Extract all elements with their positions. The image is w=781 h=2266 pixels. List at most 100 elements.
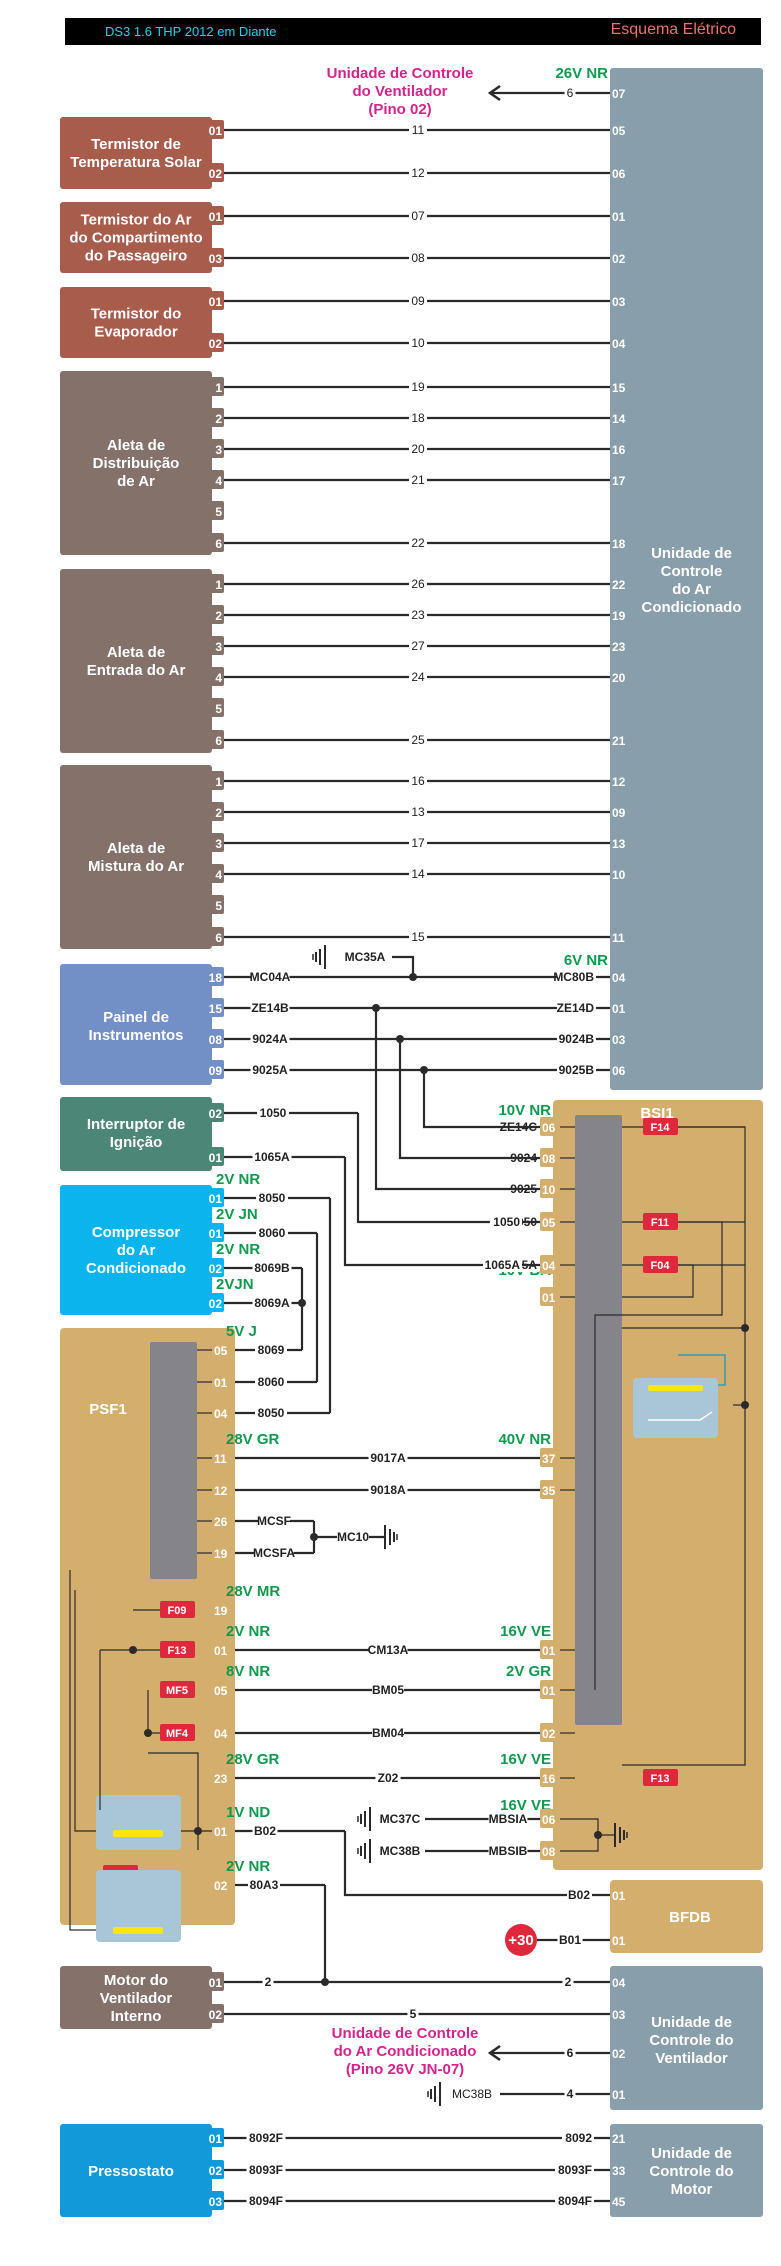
fan-control-unit-label: Ventilador	[655, 2050, 728, 2067]
pin-number: 01	[209, 295, 223, 309]
component-label: Termistor do Ar	[81, 212, 192, 229]
pin-number: 14	[612, 412, 626, 426]
fuse	[160, 1601, 195, 1618]
pin-tab	[209, 2160, 224, 2179]
wire	[392, 955, 415, 977]
fan-unit-note: (Pino 02)	[368, 101, 431, 118]
pin-tab	[212, 1403, 227, 1422]
pin-tab	[212, 1600, 227, 1619]
wire-label: 8093F	[249, 2163, 283, 2177]
pin-tab	[209, 439, 224, 458]
wire-label: 8050	[259, 1191, 286, 1205]
pin-number: 03	[612, 2008, 626, 2022]
wire-label: MBSIB	[489, 1844, 528, 1858]
component-label: Painel de	[103, 1009, 169, 1026]
pin-number: 08	[542, 1845, 556, 1859]
pin-number: 04	[612, 971, 626, 985]
pin-tab	[209, 501, 224, 520]
arrow-left-icon	[487, 2044, 501, 2062]
pin-number: 03	[209, 252, 223, 266]
wire-number: 10	[411, 336, 425, 350]
internal-wire	[69, 1570, 96, 1931]
pin-number: 21	[612, 734, 626, 748]
wire-number: 07	[411, 209, 425, 223]
pin-number: 02	[214, 1879, 228, 1893]
pin-tab	[212, 1511, 227, 1530]
pin-number: 15	[612, 381, 626, 395]
battery-label: +30	[508, 1932, 533, 1949]
engine-control-unit-label: Motor	[671, 2181, 713, 2198]
pin-number: 01	[214, 1644, 228, 1658]
wire-label-bg	[248, 1878, 280, 1892]
internal-wire	[74, 1590, 96, 1832]
voltage-label: 2V NR	[216, 1171, 260, 1188]
psf-relay	[96, 1870, 181, 1942]
pin-tab	[540, 1255, 555, 1274]
pin-number: 2	[215, 609, 222, 623]
internal-wire	[148, 1752, 199, 1850]
wire-label-bg	[250, 1001, 290, 1015]
wire-label-bg	[557, 1933, 583, 1947]
relay-coil	[113, 1830, 163, 1837]
wire-number: 19	[411, 380, 425, 394]
component-blower-motor	[60, 1966, 212, 2029]
component-instrument-panel	[60, 964, 212, 1085]
pin-tab	[610, 83, 625, 102]
pin-tab	[209, 1029, 224, 1048]
pin-tab	[209, 927, 224, 946]
pin-number: 06	[542, 1121, 556, 1135]
wire-number: 12	[411, 166, 425, 180]
pin-tab	[610, 1972, 625, 1991]
wire-number: 20	[411, 442, 425, 456]
pin-tab	[209, 1223, 224, 1242]
pin-number: 19	[214, 1547, 228, 1561]
component-aleta-mistura	[60, 765, 212, 949]
component-label: Aleta de	[107, 644, 165, 661]
wire-label-bg	[250, 1063, 290, 1077]
component-termistor-solar	[60, 117, 212, 189]
wire-label-bg	[409, 670, 427, 684]
component-pressure-switch	[60, 2124, 212, 2217]
pin-tab	[610, 2128, 625, 2147]
wire-label-bg	[372, 1683, 404, 1697]
wire	[356, 1113, 540, 1224]
wire-number: 26	[411, 577, 425, 591]
pin-number: 37	[542, 1452, 556, 1466]
ac-control-unit-label: do Ar	[672, 581, 711, 598]
pin-number: 6	[215, 734, 222, 748]
wire-number: 15	[411, 930, 425, 944]
pin-tab	[540, 1680, 555, 1699]
wire-label-bg	[258, 1514, 290, 1528]
component-label: Termistor de	[91, 136, 181, 153]
wire-label-bg	[488, 1812, 528, 1826]
pin-number: 16	[542, 1772, 556, 1786]
component-label: Interno	[111, 2008, 162, 2025]
wire-label-bg	[557, 1032, 596, 1046]
voltage-label: 2V GR	[506, 1663, 551, 1680]
header-diagram-title: Esquema Elétrico	[610, 21, 736, 38]
wire-number: 16	[411, 774, 425, 788]
component-label: Motor do	[104, 1972, 168, 1989]
pin-tab	[212, 1372, 227, 1391]
pin-tab	[610, 1029, 625, 1048]
psf-relay	[96, 1795, 181, 1850]
pin-tab	[610, 1885, 625, 1904]
pin-number: 02	[612, 252, 626, 266]
wire-label-bg	[254, 1546, 294, 1560]
pin-number: 45	[612, 2195, 626, 2209]
pin-number: 10	[542, 1183, 556, 1197]
junction-dot	[144, 1729, 152, 1737]
relay-switch	[648, 1411, 713, 1421]
wire-label-bg	[250, 970, 290, 984]
wire-label-bg	[252, 1824, 278, 1838]
pin-tab	[540, 1179, 555, 1198]
component-ac-compressor	[60, 1185, 212, 1315]
pin-number: 11	[214, 1452, 227, 1466]
voltage-label: 2V NR	[216, 1241, 260, 1258]
pin-tab	[209, 998, 224, 1017]
wire	[422, 1070, 540, 1129]
pin-tab	[212, 1448, 227, 1467]
wire-label: 2	[565, 1975, 572, 1989]
wire-label-bg	[246, 2163, 286, 2177]
pin-tab	[540, 1448, 555, 1467]
